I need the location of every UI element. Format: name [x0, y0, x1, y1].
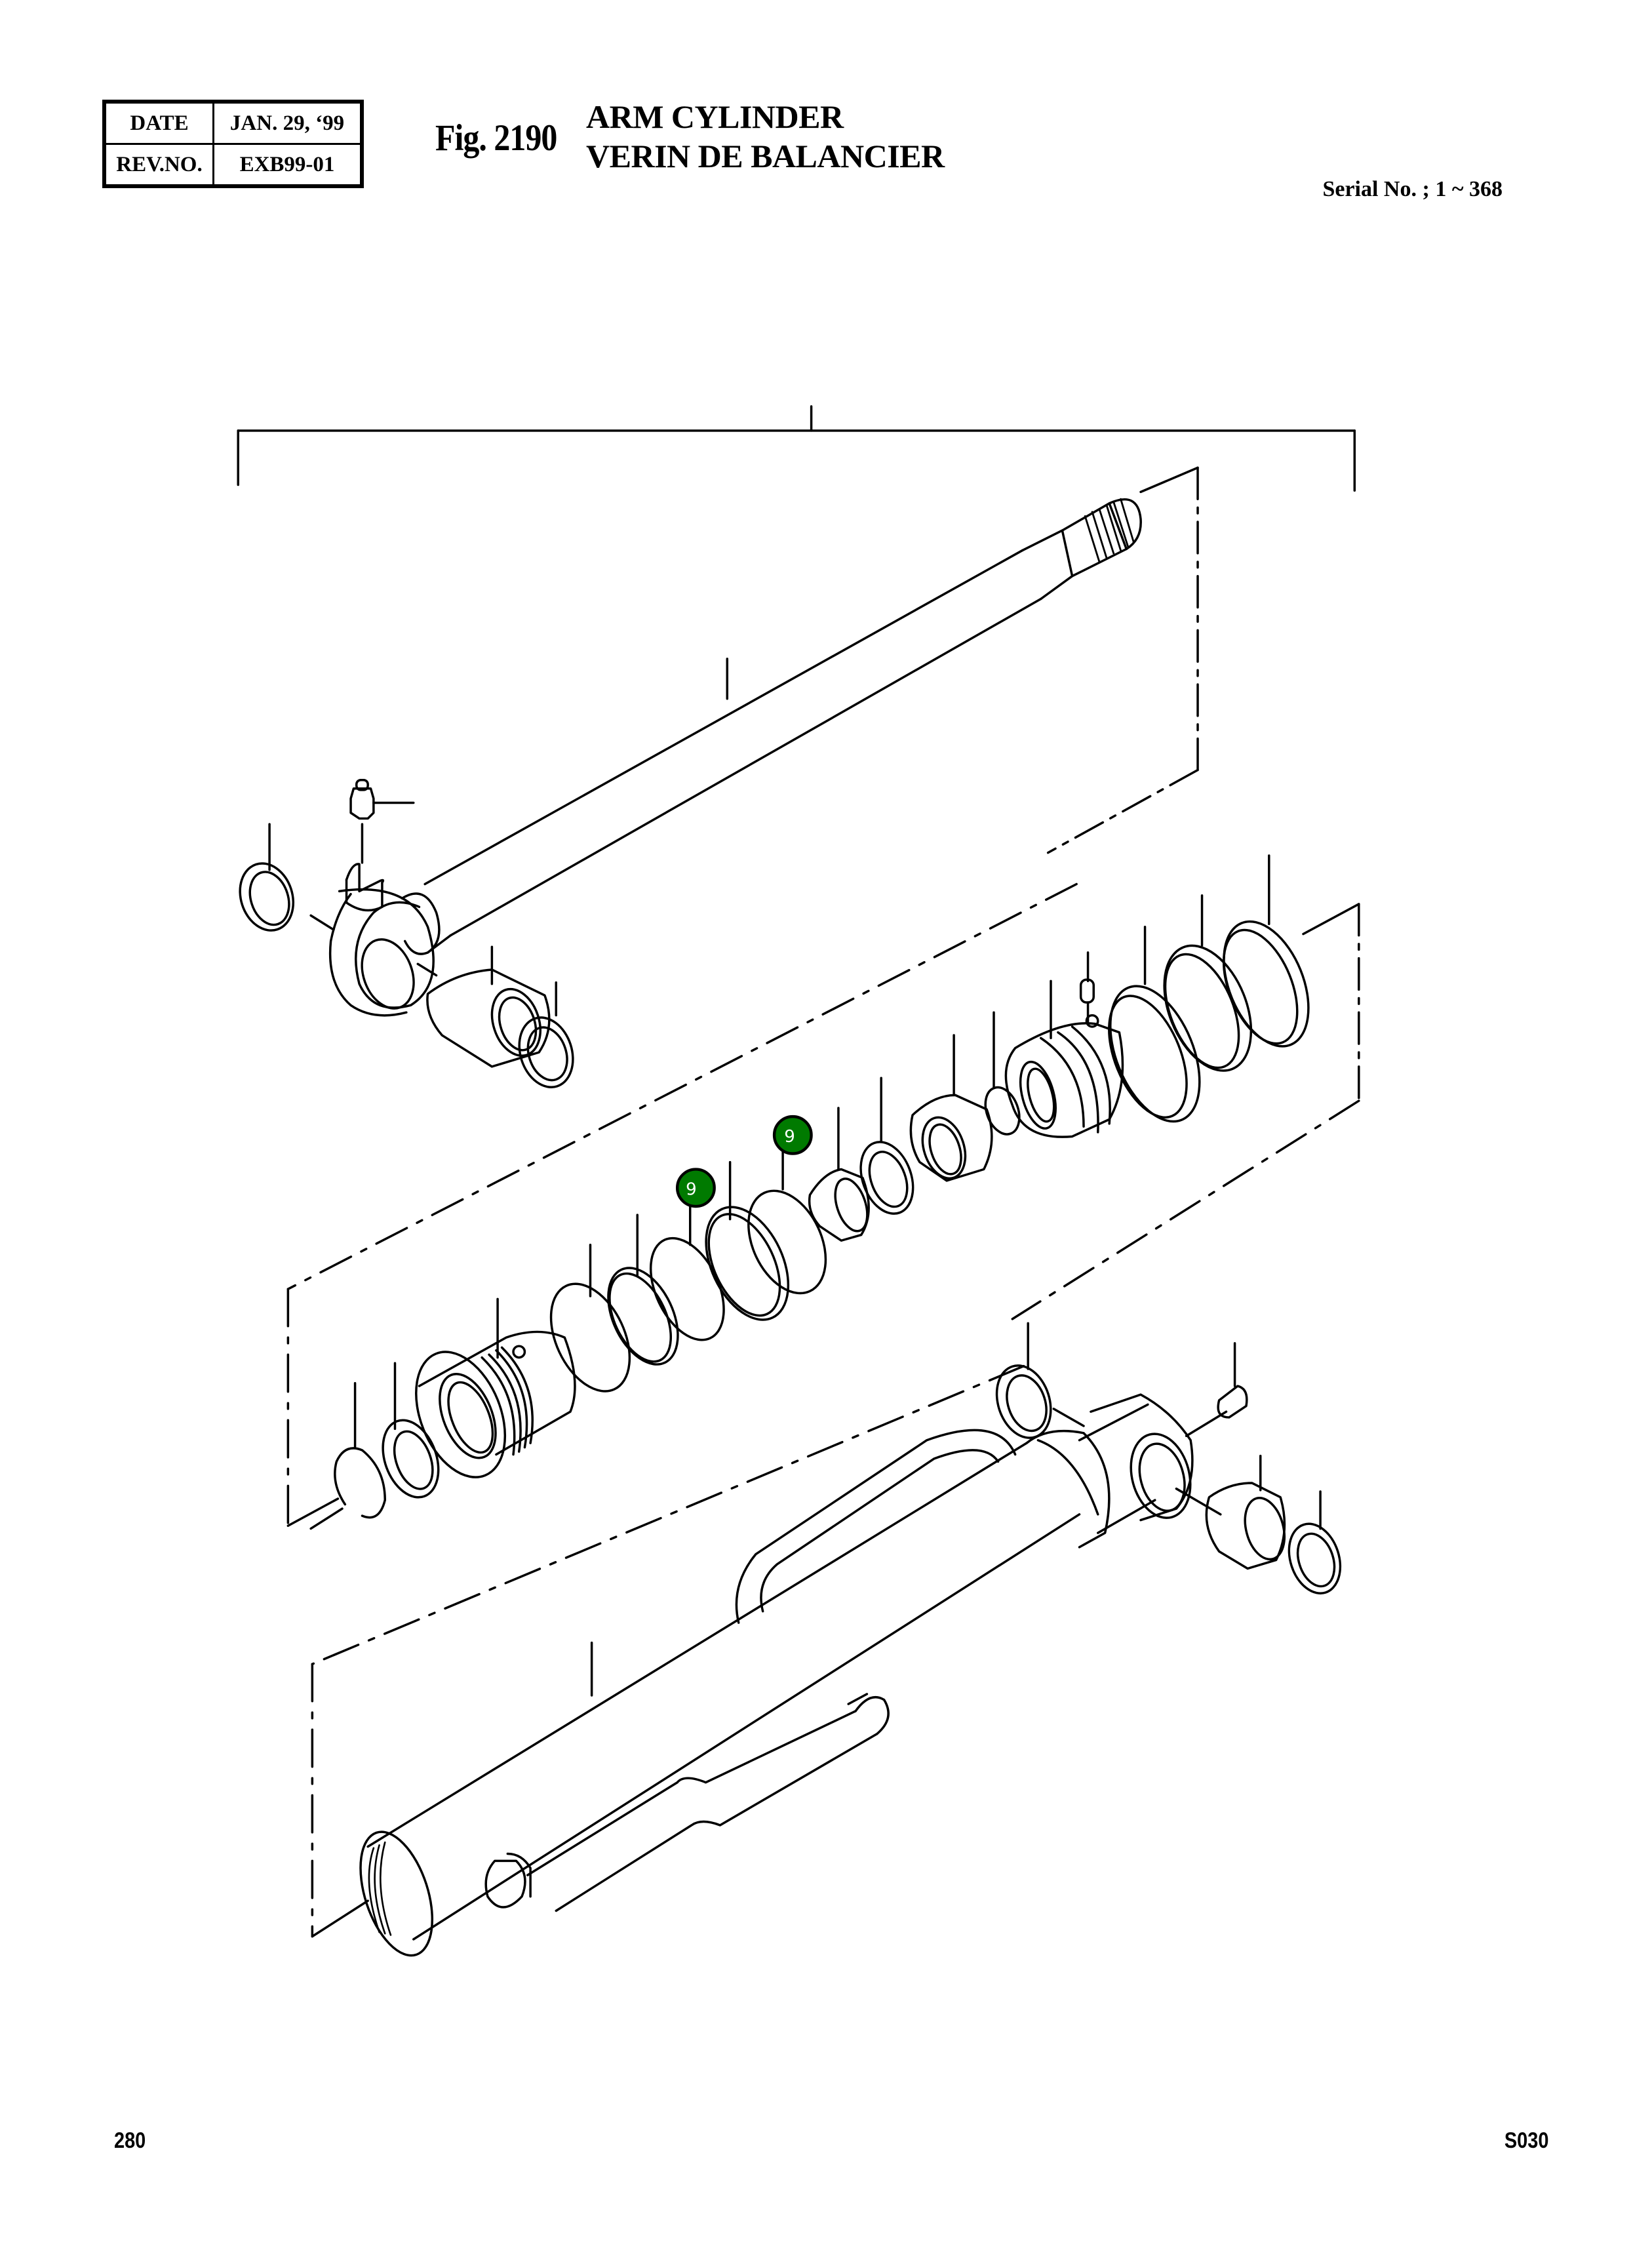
wear-ring-2 — [1108, 926, 1201, 1123]
seal-ring — [859, 1077, 914, 1215]
cylinder-tube — [311, 1364, 1194, 1957]
rev-label: REV.NO. — [103, 143, 214, 188]
cushion-ring — [909, 1034, 993, 1182]
page-number: 280 — [114, 2128, 146, 2153]
rod-cover — [415, 1297, 576, 1478]
wear-ring-1 — [1222, 854, 1310, 1048]
piston — [1004, 979, 1124, 1138]
dust-seal-rod-left — [239, 823, 335, 932]
date-label: DATE — [103, 100, 214, 145]
dust-seal-rod-right — [518, 981, 574, 1088]
piston-group-frame — [286, 882, 1360, 1527]
set-screw — [1079, 951, 1095, 1025]
piston-rod — [328, 466, 1199, 1017]
figure-title: ARM CYLINDER VERIN DE BALANCIER — [586, 97, 945, 176]
o-ring-piston — [984, 1011, 1021, 1136]
section-code: S030 — [1504, 2128, 1548, 2153]
dust-wiper — [382, 1362, 440, 1499]
callout-label: 9 — [686, 1180, 697, 1200]
rev-value: EXB99-01 — [212, 143, 363, 188]
backup-ring-cover — [549, 1244, 631, 1393]
slide-ring — [1163, 894, 1253, 1072]
title-french: VERIN DE BALANCIER — [586, 138, 945, 174]
snap-ring — [309, 1381, 387, 1530]
serial-range: Serial No. ; 1 ~ 368 — [1322, 177, 1503, 201]
packing-ring-9a — [747, 1148, 827, 1295]
packing-ring-9b — [649, 1202, 725, 1341]
callout-part-9-lower[interactable]: 9 — [675, 1168, 716, 1208]
callout-label: 9 — [784, 1127, 795, 1147]
bushing-rod — [416, 945, 551, 1068]
backup-collar — [808, 1107, 870, 1242]
date-value: JAN. 29, ‘99 — [212, 100, 363, 145]
bushing-head — [1175, 1454, 1286, 1570]
o-ring-cover — [607, 1214, 679, 1366]
dust-seal-head-right — [1288, 1490, 1342, 1594]
grease-nipple-head — [1185, 1342, 1248, 1437]
dust-seal-head-left — [995, 1322, 1085, 1439]
revision-box: DATE JAN. 29, ‘99 REV.NO. EXB99-01 — [102, 100, 364, 188]
callout-part-9-upper[interactable]: 9 — [772, 1115, 813, 1155]
title-english: ARM CYLINDER — [586, 98, 844, 135]
assembly-bracket — [237, 405, 1356, 492]
figure-number: Fig. 2190 — [435, 116, 557, 159]
